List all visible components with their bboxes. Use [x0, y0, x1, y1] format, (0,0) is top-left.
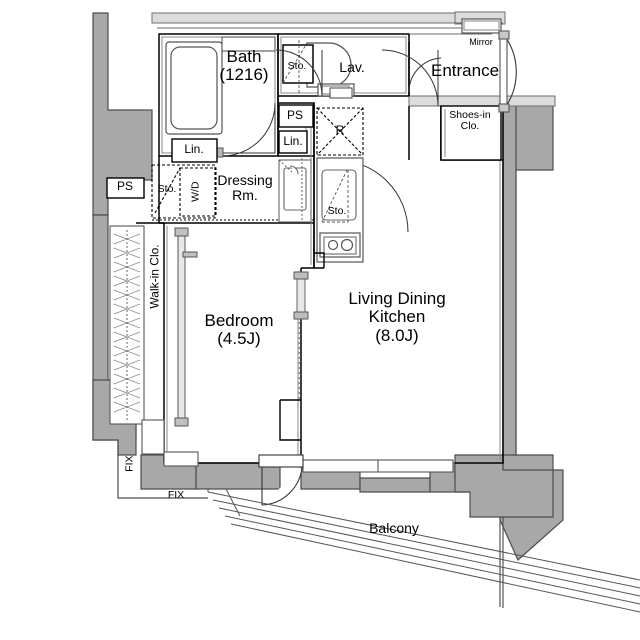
- kitchen-sink: [321, 169, 357, 221]
- vanity-dashed-edge: [278, 158, 303, 224]
- linen-hall-box: [278, 130, 308, 154]
- kitchen-storage-indicator: [321, 167, 349, 223]
- lav-door: [275, 49, 323, 97]
- bath-counter: [221, 36, 276, 52]
- closet-sliding-door: [174, 227, 198, 427]
- bedroom-niche: [279, 399, 301, 441]
- outer-outline: [152, 22, 503, 35]
- bedroom-ldk-sliding-door: [293, 271, 309, 320]
- pipe-shaft-left-box: [106, 177, 145, 199]
- cooktop: [319, 232, 361, 258]
- lower-left-outline: [117, 440, 208, 499]
- entrance-door: [498, 30, 517, 113]
- ldk-window: [302, 459, 454, 473]
- hall-door: [381, 49, 439, 107]
- ldk-notch: [314, 252, 325, 268]
- balcony-rail-post: [499, 517, 504, 608]
- bathtub: [165, 41, 223, 135]
- toilet: [282, 42, 352, 88]
- linen-bath-box: [171, 138, 218, 163]
- lav-storage-indicator: [282, 40, 308, 96]
- pipe-shaft-hall-box: [278, 104, 314, 128]
- balcony-edge-lines: [207, 491, 640, 613]
- vanity: [278, 159, 312, 223]
- entrance-inner-arc: [408, 57, 442, 93]
- bedroom-window: [141, 419, 199, 467]
- mirror-fixture: [461, 18, 502, 34]
- washer-storage-zone: [151, 164, 217, 219]
- refrigerator-box: [316, 107, 364, 156]
- range-hood: [329, 87, 353, 99]
- bath-door: [214, 102, 276, 158]
- shoes-in-closet-box: [440, 105, 502, 161]
- balcony-connect: [207, 488, 241, 517]
